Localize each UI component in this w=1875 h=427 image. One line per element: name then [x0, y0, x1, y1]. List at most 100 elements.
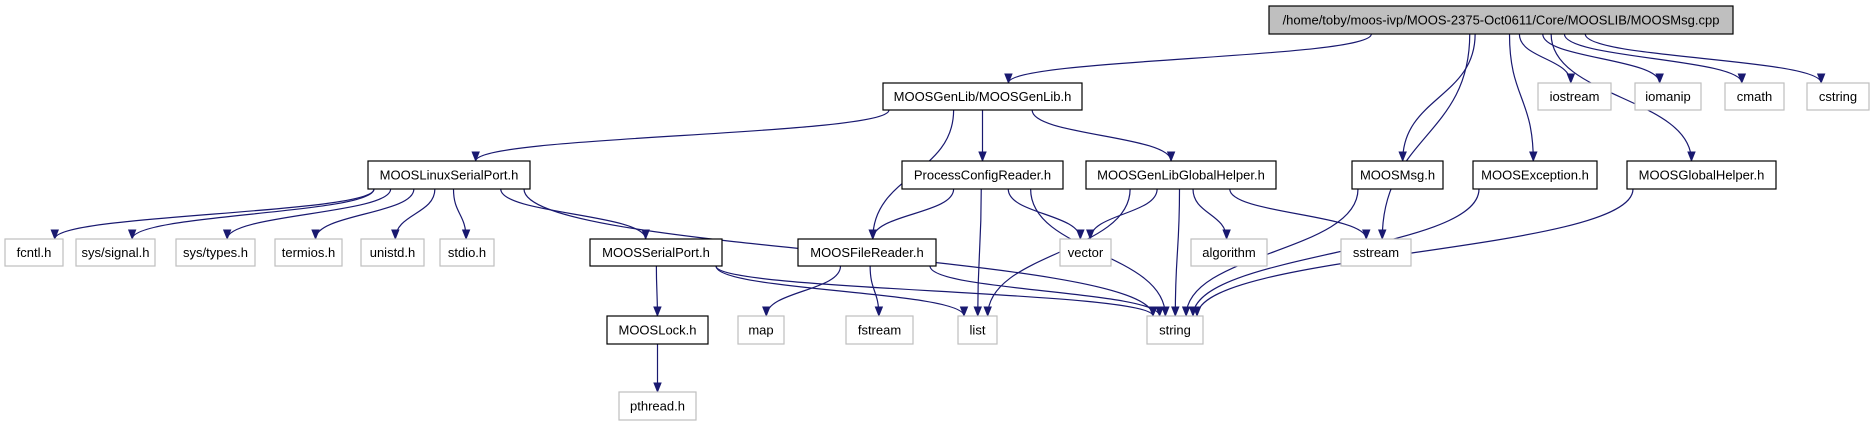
edge-root-to-globalhelper: [1550, 33, 1696, 163]
node-label: cstring: [1819, 89, 1857, 104]
node-box: [606, 315, 709, 345]
node-label: MOOSGenLibGlobalHelper.h: [1097, 168, 1265, 183]
edge-root-to-iostream: [1518, 33, 1576, 85]
node-label: sys/types.h: [183, 245, 248, 260]
node-label: sys/signal.h: [82, 245, 150, 260]
edge-genlibhelper-to-sstream: [1229, 188, 1371, 241]
node-label: /home/toby/moos-ivp/MOOS-2375-Oct0611/Co…: [1283, 13, 1720, 28]
node-moosmsg[interactable]: MOOSMsg.h: [1351, 160, 1444, 190]
edge-linuxserial-to-signal: [127, 188, 375, 241]
node-box: [589, 238, 723, 267]
edge-globalhelper-to-string: [1192, 188, 1634, 318]
node-label: termios.h: [282, 245, 335, 260]
node-box: [274, 238, 343, 267]
nodes-layer: /home/toby/moos-ivp/MOOS-2375-Oct0611/Co…: [4, 5, 1870, 421]
edge-serialport-to-lock: [653, 265, 662, 318]
edge-linuxserial-to-fcntl: [50, 188, 375, 241]
node-cstring: cstring: [1806, 82, 1870, 111]
edge-linuxserial-to-systypes: [222, 188, 392, 241]
edge-serialport-to-string: [715, 265, 1158, 318]
edge-genlibhelper-to-algorithm: [1192, 188, 1231, 241]
edge-root-to-exception: [1508, 33, 1538, 163]
node-pcr[interactable]: ProcessConfigReader.h: [901, 160, 1064, 190]
edge-exception-to-string: [1188, 188, 1480, 318]
node-filereader[interactable]: MOOSFileReader.h: [797, 238, 937, 267]
node-box: [1472, 160, 1598, 190]
node-label: MOOSGenLib/MOOSGenLib.h: [894, 89, 1072, 104]
edge-serialport-to-list: [715, 265, 969, 318]
node-box: [4, 238, 64, 267]
node-fcntl: fcntl.h: [4, 238, 64, 267]
node-genlibhelper[interactable]: MOOSGenLibGlobalHelper.h: [1085, 160, 1277, 190]
node-box: [1146, 315, 1204, 345]
node-box: [1351, 160, 1444, 190]
node-vector: vector: [1059, 238, 1112, 267]
edge-genlib-to-genlibhelper: [1031, 109, 1176, 163]
node-label: map: [748, 323, 773, 338]
node-cmath: cmath: [1724, 82, 1785, 111]
node-algorithm: algorithm: [1190, 238, 1268, 267]
node-serialport[interactable]: MOOSSerialPort.h: [589, 238, 723, 267]
edge-linuxserial-to-unistd: [391, 188, 436, 241]
node-linuxserial[interactable]: MOOSLinuxSerialPort.h: [367, 160, 531, 190]
edge-pcr-to-list: [973, 188, 983, 318]
node-label: MOOSSerialPort.h: [602, 245, 710, 260]
edge-genlibhelper-to-vector: [1085, 188, 1158, 241]
node-root[interactable]: /home/toby/moos-ivp/MOOS-2375-Oct0611/Co…: [1268, 5, 1734, 35]
edge-root-to-moosmsg: [1398, 33, 1476, 163]
node-box: [1340, 238, 1412, 267]
node-label: vector: [1068, 245, 1104, 260]
node-termios: termios.h: [274, 238, 343, 267]
node-label: unistd.h: [370, 245, 416, 260]
edge-moosmsg-to-string: [1181, 188, 1359, 318]
node-genlib[interactable]: MOOSGenLib/MOOSGenLib.h: [882, 82, 1083, 111]
node-label: cmath: [1737, 89, 1772, 104]
node-box: [845, 315, 914, 345]
edge-filereader-to-fstream: [869, 265, 884, 318]
node-label: stdio.h: [448, 245, 486, 260]
node-list: list: [957, 315, 998, 345]
node-iostream: iostream: [1537, 82, 1612, 111]
node-exception[interactable]: MOOSException.h: [1472, 160, 1598, 190]
node-box: [1724, 82, 1785, 111]
node-box: [1268, 5, 1734, 35]
node-label: algorithm: [1202, 245, 1255, 260]
node-label: list: [970, 323, 986, 338]
node-label: pthread.h: [630, 399, 685, 414]
node-label: MOOSGlobalHelper.h: [1639, 168, 1765, 183]
node-label: ProcessConfigReader.h: [914, 168, 1051, 183]
node-box: [439, 238, 495, 267]
node-fstream: fstream: [845, 315, 914, 345]
node-iomanip: iomanip: [1634, 82, 1702, 111]
node-map: map: [737, 315, 785, 345]
node-lock[interactable]: MOOSLock.h: [606, 315, 709, 345]
node-box: [1806, 82, 1870, 111]
edge-genlib-to-linuxserial: [471, 109, 890, 163]
node-label: MOOSMsg.h: [1360, 168, 1435, 183]
edge-linuxserial-to-stdio: [452, 188, 471, 241]
node-pthread: pthread.h: [618, 391, 697, 421]
node-unistd: unistd.h: [360, 238, 425, 267]
edge-root-to-cmath: [1563, 33, 1747, 85]
node-label: string: [1159, 323, 1191, 338]
node-signal: sys/signal.h: [75, 238, 156, 267]
node-box: [175, 238, 256, 267]
node-systypes: sys/types.h: [175, 238, 256, 267]
node-label: MOOSLock.h: [618, 323, 696, 338]
node-box: [901, 160, 1064, 190]
node-box: [882, 82, 1083, 111]
node-label: fstream: [858, 323, 901, 338]
node-label: iostream: [1550, 89, 1600, 104]
edge-genlibhelper-to-string: [1170, 188, 1181, 318]
edge-filereader-to-string: [929, 265, 1164, 318]
node-sstream: sstream: [1340, 238, 1412, 267]
node-stdio: stdio.h: [439, 238, 495, 267]
node-label: fcntl.h: [17, 245, 52, 260]
edge-root-to-cstring: [1584, 33, 1826, 85]
node-label: MOOSException.h: [1481, 168, 1589, 183]
node-box: [1190, 238, 1268, 267]
edge-filereader-to-map: [762, 265, 842, 318]
edge-root-to-sstream: [1377, 33, 1471, 241]
node-label: sstream: [1353, 245, 1399, 260]
node-globalhelper[interactable]: MOOSGlobalHelper.h: [1626, 160, 1777, 190]
